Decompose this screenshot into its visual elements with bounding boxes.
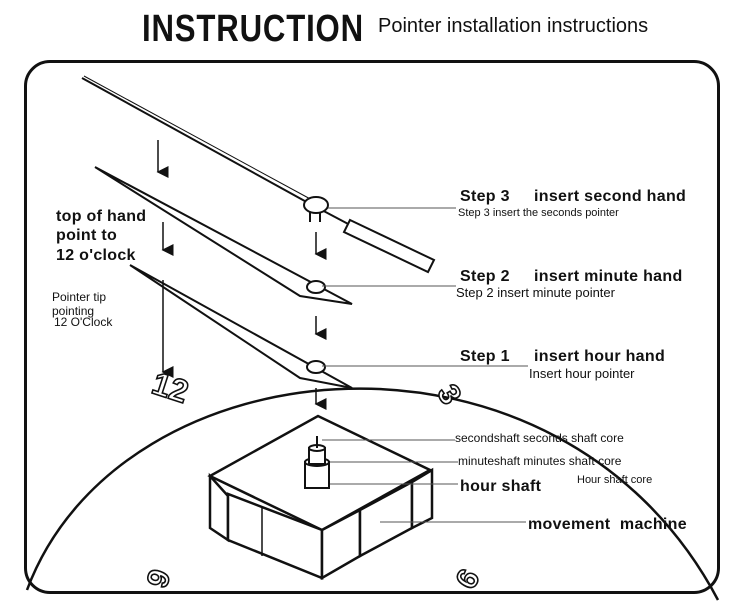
top-of-hand-label-3: 12 o'clock	[56, 247, 136, 264]
minute-shaft-label: minuteshaft minutes shaft core	[458, 454, 622, 468]
pointer-tip-label-3: 12 O'Clock	[54, 315, 113, 329]
hour-shaft-label: hour shaft	[460, 478, 542, 495]
step-3-caption: Step 3 insert the seconds pointer	[458, 207, 619, 219]
movement-label: movement machine	[528, 516, 687, 533]
top-of-hand-label-2: point to	[56, 227, 118, 244]
step-1-caption: Insert hour pointer	[529, 366, 635, 381]
second-hand	[81, 75, 436, 274]
top-of-hand-label-1: top of hand	[56, 208, 147, 225]
pointer-tip-label-2: pointing	[52, 304, 95, 318]
step-1-number: Step 1	[460, 348, 510, 365]
dial-number-3: 3	[430, 379, 467, 410]
dial-number-6: 6	[450, 564, 487, 595]
minute-hand	[94, 166, 353, 305]
dial-number-12: 12	[148, 365, 193, 410]
step-3-number: Step 3	[460, 188, 510, 205]
page-subtitle: Pointer installation instructions	[378, 15, 649, 37]
hour-hand	[129, 264, 353, 389]
install-arrows	[156, 140, 327, 410]
leader-lines	[322, 207, 528, 523]
step-2-number: Step 2	[460, 268, 510, 285]
second-shaft-label: secondshaft seconds shaft core	[455, 431, 624, 445]
step-2-action: insert minute hand	[534, 268, 683, 285]
step-3-action: insert second hand	[534, 188, 687, 205]
step-1-action: insert hour hand	[534, 348, 666, 365]
dial-number-9: 9	[141, 565, 178, 592]
page-title: INSTRUCTION	[142, 8, 364, 50]
diagram-frame	[24, 60, 720, 594]
step-2-caption: Step 2 insert minute pointer	[456, 285, 615, 300]
hour-shaft-caption: Hour shaft core	[577, 474, 653, 486]
clock-dial	[25, 387, 720, 601]
shafts	[304, 436, 330, 489]
pointer-tip-label-1: Pointer tip	[52, 290, 107, 304]
